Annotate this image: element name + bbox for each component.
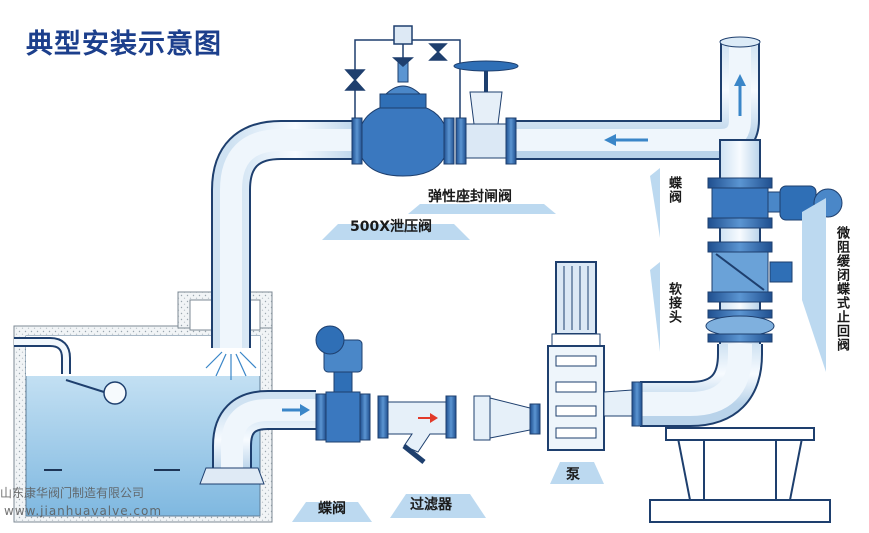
pump — [547, 261, 643, 451]
flexible-joint — [705, 309, 775, 343]
label-butterfly-valve-bottom: 蝶阀 — [318, 501, 346, 517]
top-pipe — [514, 36, 761, 160]
reducer — [473, 395, 541, 441]
return-pipe — [205, 120, 360, 380]
page-title: 典型安装示意图 — [26, 29, 222, 60]
label-strainer: 过滤器 — [410, 497, 452, 513]
watermark-company: 山东康华阀门制造有限公司 — [0, 486, 145, 500]
pilot-lines — [344, 25, 461, 118]
relief-valve — [351, 59, 455, 177]
gate-valve — [453, 60, 519, 165]
strainer — [377, 395, 457, 464]
label-relief-valve: 500X泄压阀 — [350, 219, 433, 235]
check-valve — [707, 241, 793, 303]
label-flexible-joint: 软接头 — [666, 282, 681, 324]
float-valve — [14, 337, 127, 405]
label-pedestals — [292, 168, 826, 522]
label-check-valve: 微阻缓闭蝶式止回阀 — [834, 226, 849, 352]
butterfly-valve-bottom — [315, 325, 371, 443]
suction-pipe — [199, 390, 316, 485]
label-butterfly-valve-top: 蝶阀 — [666, 176, 681, 204]
label-pump: 泵 — [566, 467, 580, 483]
label-elastic-gate-valve: 弹性座封闸阀 — [428, 189, 512, 205]
watermark-url: www.jianhuavalve.com — [4, 504, 163, 518]
pump-support — [649, 427, 831, 523]
discharge-elbow — [640, 344, 763, 427]
